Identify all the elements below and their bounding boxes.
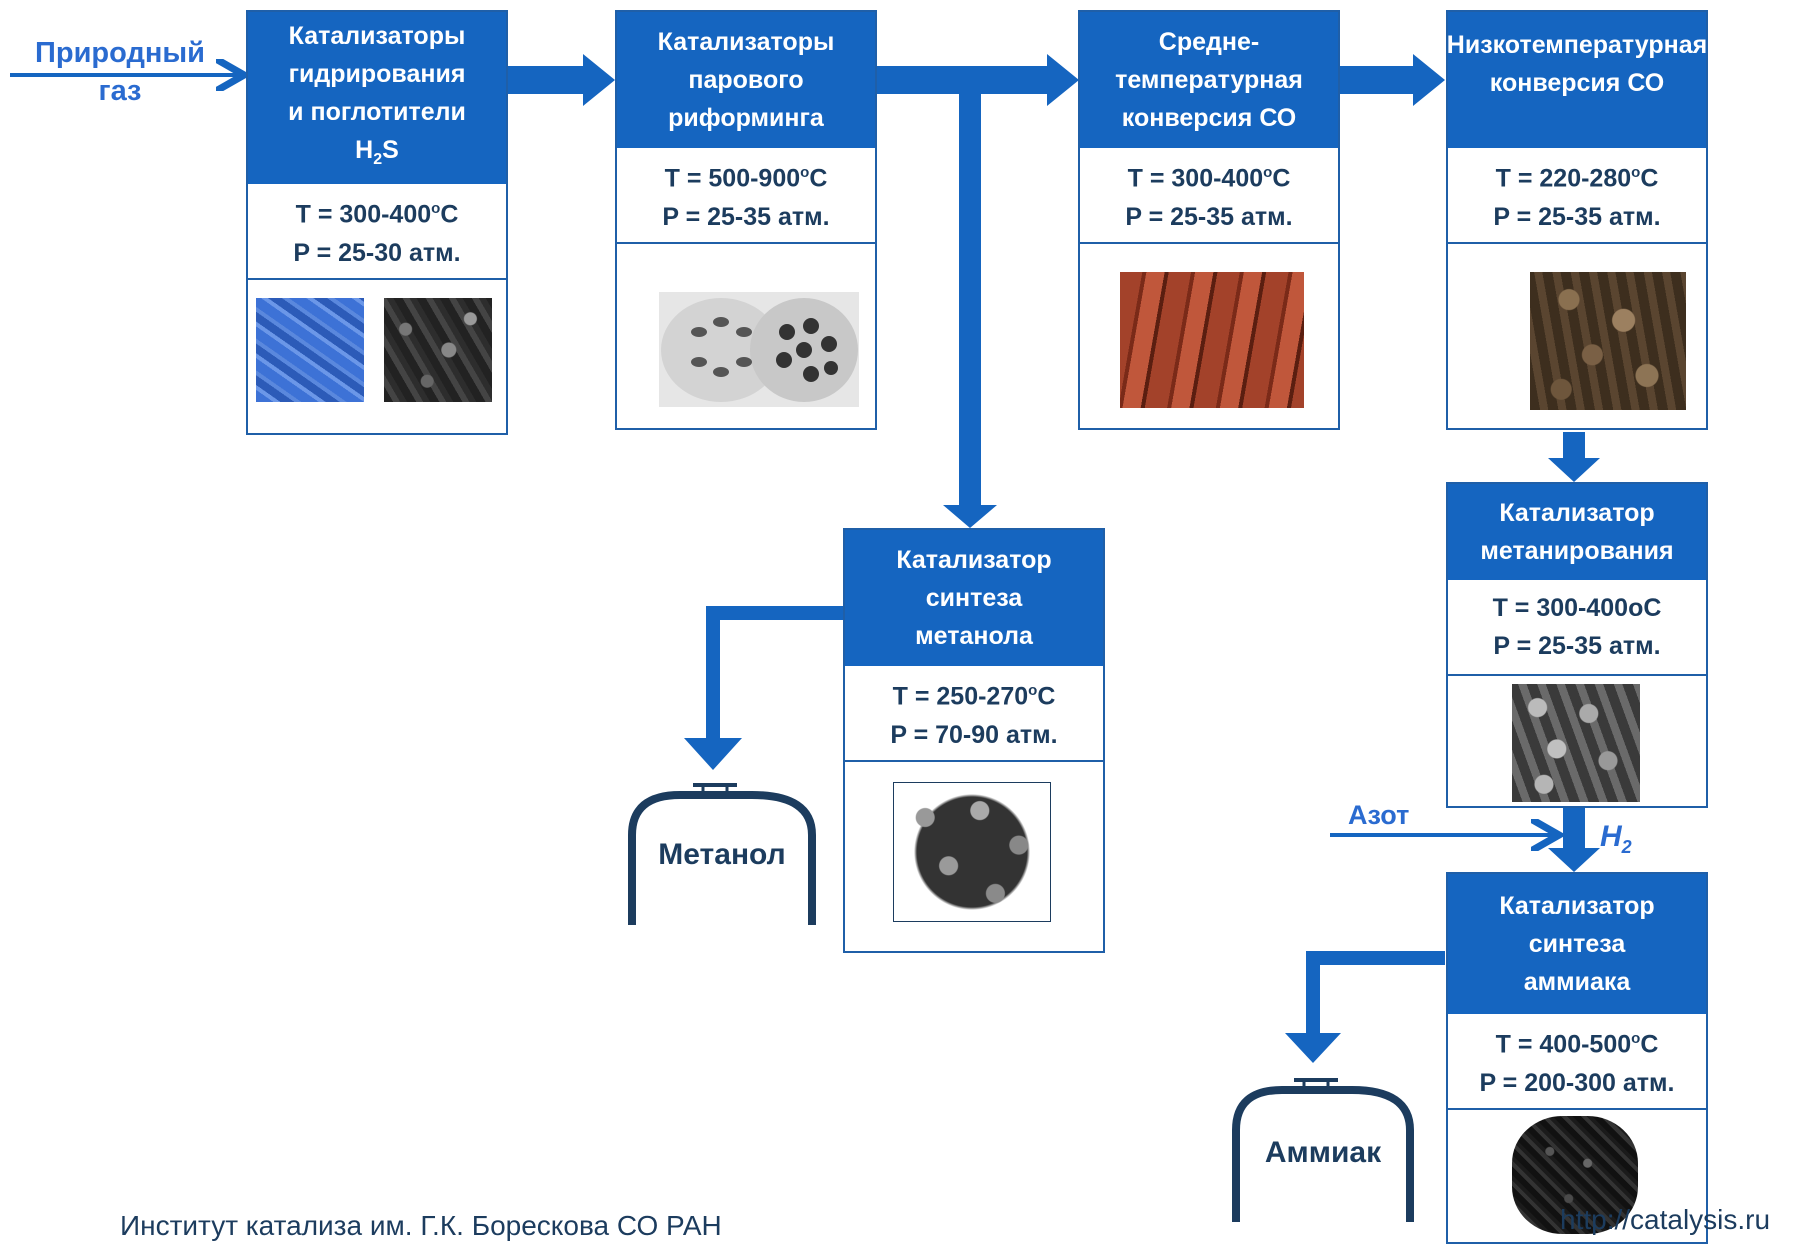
arrow-midconv-to-lowconv [1338, 54, 1445, 106]
step-low-temp-conversion-conditions: T = 220-280oC P = 25-35 атм. [1448, 148, 1706, 244]
natural-gas-line2: газ [98, 75, 142, 107]
arrow-reforming-to-midconv [876, 54, 1079, 106]
pressure: P = 25-35 атм. [1493, 632, 1661, 660]
catalyst-photos [1080, 244, 1338, 424]
pressure: P = 200-300 атм. [1479, 1068, 1675, 1097]
title-line: риформинга [668, 104, 824, 132]
gray-pellets-image [1512, 684, 1640, 802]
temperature: T = 300-400оС [1492, 594, 1662, 622]
blue-pellets-image [256, 298, 364, 402]
title-line: и поглотители [288, 98, 466, 126]
ammonia-product-label: Аммиак [1264, 1136, 1382, 1169]
reforming-rings-image [659, 292, 859, 407]
step-ammonia-synthesis-title: Катализатор синтеза аммиака [1448, 874, 1706, 1014]
title-line: температурная [1115, 66, 1303, 94]
title-line: Средне- [1158, 28, 1260, 56]
catalyst-photos [617, 244, 875, 424]
red-pellets-image [1120, 272, 1304, 408]
title-line: Катализаторы [288, 22, 466, 50]
catalyst-photos [1448, 676, 1706, 804]
brown-pellets-image [1530, 272, 1686, 410]
step-hydrogenation-conditions: T = 300-400oC P = 25-30 атм. [248, 184, 506, 280]
title-line: Катализатор [896, 546, 1052, 574]
step-methanation-title: Катализатор метанирования [1448, 484, 1706, 580]
step-methanol-synthesis: Катализатор синтеза метанола T = 250-270… [843, 528, 1105, 953]
natural-gas-line1: Природный [35, 37, 205, 69]
methanol-tank [628, 783, 816, 925]
step-reforming-conditions: T = 500-900oC P = 25-35 атм. [617, 148, 875, 244]
step-methanation: Катализатор метанирования T = 300-400оС … [1446, 482, 1708, 808]
title-line: конверсия СО [1489, 69, 1665, 97]
pressure: P = 70-90 атм. [890, 720, 1058, 749]
title-line: аммиака [1523, 968, 1631, 996]
footer-url[interactable]: http://catalysis.ru [1560, 1204, 1771, 1235]
hydrogen-label: H2 [1600, 820, 1632, 857]
title-line: Катализаторы [657, 28, 835, 56]
catalyst-photos [248, 280, 506, 430]
title-line: конверсия СО [1121, 104, 1297, 132]
title-line: синтеза [1528, 930, 1626, 958]
title-line: Катализатор [1499, 499, 1655, 527]
temperature: T = 400-500oC [1495, 1030, 1659, 1059]
temperature: T = 300-400oC [295, 200, 459, 229]
title-line: парового [688, 66, 804, 94]
step-methanol-synthesis-title: Катализатор синтеза метанола [845, 530, 1103, 666]
black-pellets-image [384, 298, 492, 402]
title-line: Низкотемпературная [1446, 31, 1708, 59]
catalyst-photos [1448, 1110, 1706, 1242]
catalyst-photos [1448, 244, 1706, 424]
title-line: Катализатор [1499, 892, 1655, 920]
step-reforming-title: Катализаторы парового риформинга [617, 12, 875, 148]
black-granules-image [1512, 1116, 1638, 1234]
pipe-to-methanol-tank [684, 606, 845, 770]
nitrogen-label: Азот [1348, 800, 1410, 830]
pressure: P = 25-35 атм. [1493, 202, 1661, 231]
pressure: P = 25-35 атм. [662, 202, 830, 231]
title-formula: H2S [355, 136, 399, 168]
gray-cylinders-image [893, 782, 1051, 922]
footer-institute: Институт катализа им. Г.К. Борескова СО … [120, 1210, 722, 1241]
pipe-to-ammonia-tank [1285, 951, 1445, 1063]
temperature: T = 500-900oC [664, 164, 828, 193]
step-hydrogenation-title: Катализаторы гидрирования и поглотители … [248, 12, 506, 184]
step-mid-temp-conversion-conditions: T = 300-400oC P = 25-35 атм. [1080, 148, 1338, 244]
title-line: метанола [915, 622, 1033, 650]
step-reforming: Катализаторы парового риформинга T = 500… [615, 10, 877, 430]
methanol-product-label: Метанол [658, 838, 786, 871]
arrow-methanation-to-ammonia [1548, 808, 1600, 872]
step-low-temp-conversion-title: Низкотемпературная конверсия СО [1446, 12, 1708, 148]
step-methanation-conditions: T = 300-400оС P = 25-35 атм. [1448, 580, 1706, 676]
catalyst-photos [845, 762, 1103, 947]
temperature: T = 220-280oC [1495, 164, 1659, 193]
step-methanol-synthesis-conditions: T = 250-270oC P = 70-90 атм. [845, 666, 1103, 762]
temperature: T = 300-400oC [1127, 164, 1291, 193]
step-mid-temp-conversion-title: Средне- температурная конверсия СО [1080, 12, 1338, 148]
natural-gas-label: Природный газ [20, 34, 220, 110]
title-line: метанирования [1480, 537, 1674, 565]
title-line: синтеза [925, 584, 1023, 612]
step-low-temp-conversion: Низкотемпературная конверсия СО T = 220-… [1446, 10, 1708, 430]
step-ammonia-synthesis-conditions: T = 400-500oC P = 200-300 атм. [1448, 1014, 1706, 1110]
step-mid-temp-conversion: Средне- температурная конверсия СО T = 3… [1078, 10, 1340, 430]
title-line: гидрирования [288, 60, 466, 88]
pressure: P = 25-30 атм. [293, 238, 461, 267]
arrow-hydro-to-reforming [508, 54, 615, 106]
step-ammonia-synthesis: Катализатор синтеза аммиака T = 400-500o… [1446, 872, 1708, 1244]
step-hydrogenation: Катализаторы гидрирования и поглотители … [246, 10, 508, 435]
temperature: T = 250-270oC [892, 682, 1056, 711]
arrow-to-methanol-cat [943, 94, 997, 528]
ammonia-tank [1232, 1078, 1414, 1222]
arrow-lowconv-to-methanation [1548, 432, 1600, 482]
pressure: P = 25-35 атм. [1125, 202, 1293, 231]
